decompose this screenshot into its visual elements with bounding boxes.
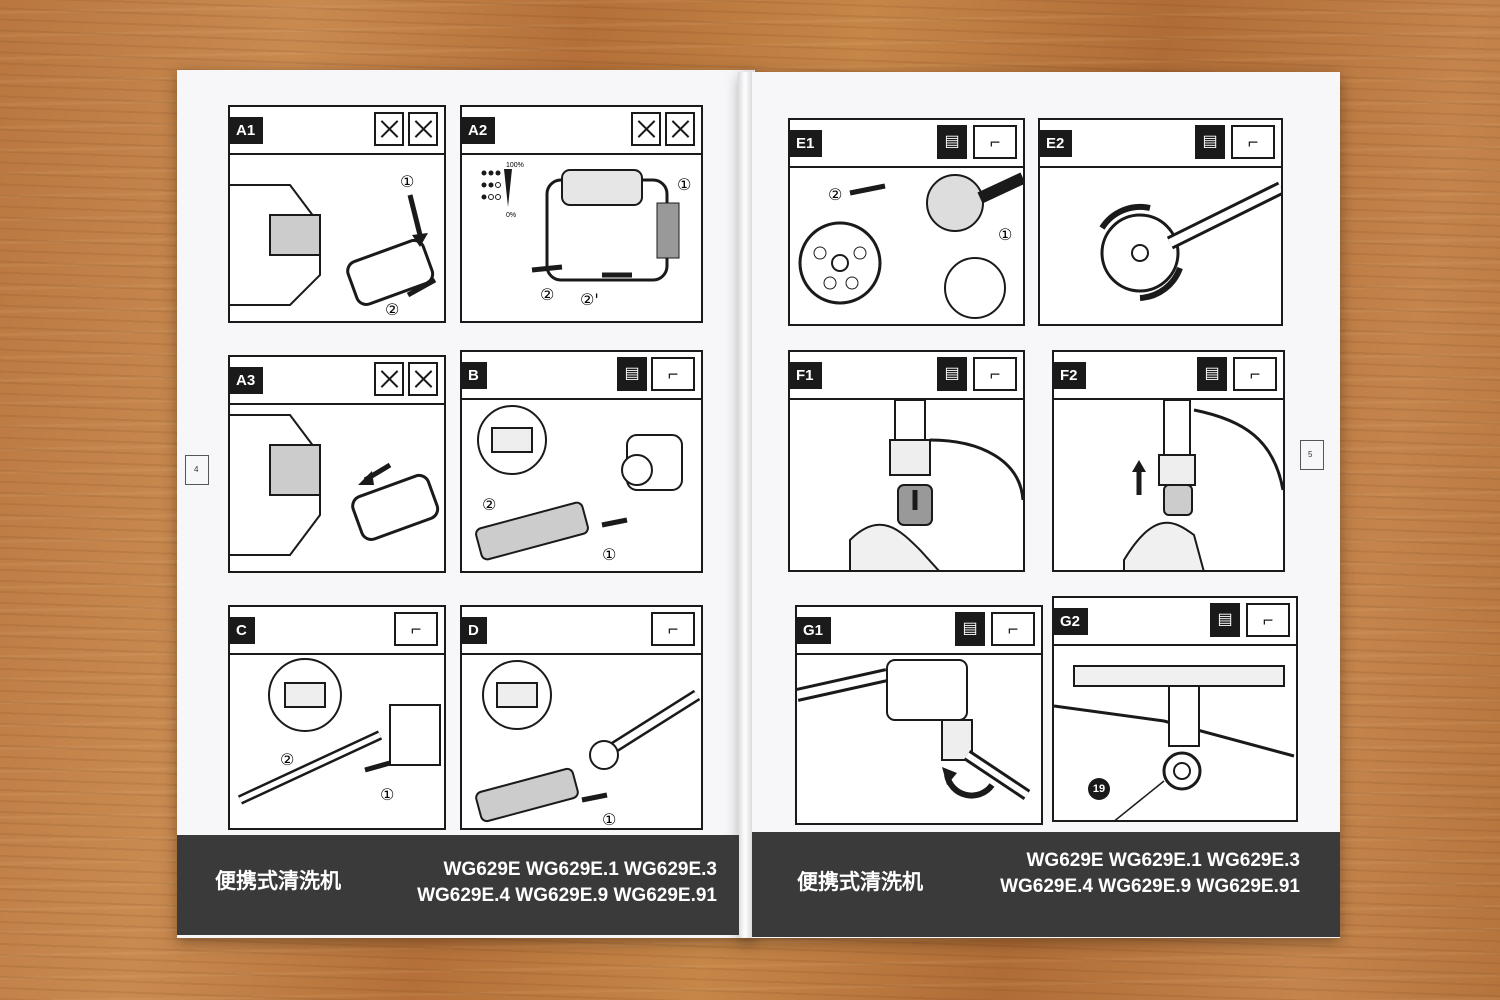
manual-book-icon: ▤ (1210, 603, 1240, 637)
battery-charger-illustration: 100% 0% ① ② ②' (481, 162, 691, 309)
nozzle-icon: ⌐ (1233, 357, 1277, 391)
spray-head-illustration: ② ① (798, 172, 1023, 319)
page-number-right: 5 (1308, 450, 1313, 459)
panel-label: B (462, 362, 487, 389)
battery-full-label: 100% (506, 162, 524, 169)
no-water-icon (631, 112, 661, 146)
nozzle-icon: ⌐ (973, 125, 1017, 159)
step-1: ① (677, 175, 691, 194)
panel-label: A1 (230, 117, 264, 144)
panel-a1: A1 ① ② (228, 105, 446, 323)
model-line-2: WG629E.4 WG629E.9 WG629E.91 (1000, 876, 1300, 897)
wrench-tighten-illustration (797, 659, 1031, 800)
panel-label: G1 (797, 617, 832, 644)
panel-label: D (462, 617, 487, 644)
panel-f2: F2 ▤ ⌐ (1052, 350, 1285, 572)
no-fire-icon (408, 362, 438, 396)
left-footer-bar: 便携式清洗机 WG629E WG629E.1 WG629E.3 WG629E.4… (177, 835, 739, 935)
part-number-badge: 19 (1088, 778, 1110, 800)
connector-part-illustration (1054, 665, 1295, 820)
manual-book-icon: ▤ (955, 612, 985, 646)
manual-book-icon: ▤ (1197, 357, 1227, 391)
panel-label: G2 (1054, 608, 1089, 635)
panel-label: F1 (790, 362, 822, 389)
panel-label: F2 (1054, 362, 1086, 389)
page-number-box-left (185, 455, 209, 485)
panel-label: E1 (790, 130, 823, 157)
page-number-box-right (1300, 440, 1324, 470)
step-1: ① (380, 785, 394, 804)
manual-book-icon: ▤ (937, 357, 967, 391)
nozzle-icon: ⌐ (1231, 125, 1275, 159)
model-numbers: WG629E WG629E.1 WG629E.3 WG629E.4 WG629E… (1000, 848, 1300, 900)
panel-a2: A2 100% 0% ① ② ②' (460, 105, 703, 323)
panel-f1: F1 ▤ ⌐ (788, 350, 1025, 572)
extension-connection-illustration: ① (475, 660, 701, 829)
page-number-left: 4 (194, 465, 199, 474)
model-line-1: WG629E WG629E.1 WG629E.3 (1026, 850, 1300, 871)
model-numbers: WG629E WG629E.1 WG629E.3 WG629E.4 WG629E… (417, 857, 717, 909)
nozzle-icon: ⌐ (651, 357, 695, 391)
step-1: ① (400, 172, 414, 191)
battery-removal-illustration: ① ② (230, 172, 437, 319)
panel-label: E2 (1040, 130, 1073, 157)
nozzle-icon: ⌐ (651, 612, 695, 646)
model-line-1: WG629E WG629E.1 WG629E.3 (443, 859, 717, 880)
step-1: ① (602, 545, 616, 564)
panel-label: C (230, 617, 255, 644)
panel-a3: A3 (228, 355, 446, 573)
battery-insert-illustration (230, 414, 440, 556)
panel-e1: E1 ▤ ⌐ ② ① (788, 118, 1025, 326)
panel-g1: G1 ▤ ⌐ (795, 605, 1043, 825)
product-title: 便携式清洗机 (797, 871, 923, 894)
nozzle-icon: ⌐ (394, 612, 438, 646)
connector-push-illustration (1123, 400, 1283, 570)
step-1: ① (602, 810, 616, 829)
battery-empty-label: 0% (506, 212, 516, 219)
manual-book-icon: ▤ (1195, 125, 1225, 159)
panel-b: B ▤ ⌐ ② ① (460, 350, 703, 573)
lance-connection-illustration: ② ① (237, 658, 441, 805)
right-footer-bar: 便携式清洗机 WG629E WG629E.1 WG629E.3 WG629E.4… (752, 832, 1340, 937)
quick-connector-illustration (849, 400, 1023, 570)
panel-c: C ⌐ ② ① (228, 605, 446, 830)
panel-label: A2 (462, 117, 496, 144)
step-2: ② (828, 185, 842, 204)
spray-head-rotate-illustration (1099, 181, 1281, 301)
panel-e2: E2 ▤ ⌐ (1038, 118, 1283, 326)
panel-g2: G2 ▤ ⌐ 19 (1052, 596, 1298, 822)
hose-adapter-illustration: ② ① (475, 405, 683, 564)
step-2: ② (385, 300, 399, 319)
step-1: ① (998, 225, 1012, 244)
step-2: ② (280, 750, 294, 769)
no-fire-icon (665, 112, 695, 146)
manual-book-icon: ▤ (617, 357, 647, 391)
nozzle-icon: ⌐ (1246, 603, 1290, 637)
no-water-icon (374, 112, 404, 146)
no-water-icon (374, 362, 404, 396)
nozzle-icon: ⌐ (973, 357, 1017, 391)
panel-label: A3 (230, 367, 264, 394)
panel-d: D ⌐ ① (460, 605, 703, 830)
book-gutter (738, 72, 752, 938)
step-2: ② (540, 285, 554, 304)
step-2: ② (482, 495, 496, 514)
model-line-2: WG629E.4 WG629E.9 WG629E.91 (417, 885, 717, 906)
product-title: 便携式清洗机 (215, 870, 341, 893)
no-fire-icon (408, 112, 438, 146)
step-2-prime: ②' (580, 290, 599, 309)
nozzle-icon: ⌐ (991, 612, 1035, 646)
manual-book-icon: ▤ (937, 125, 967, 159)
